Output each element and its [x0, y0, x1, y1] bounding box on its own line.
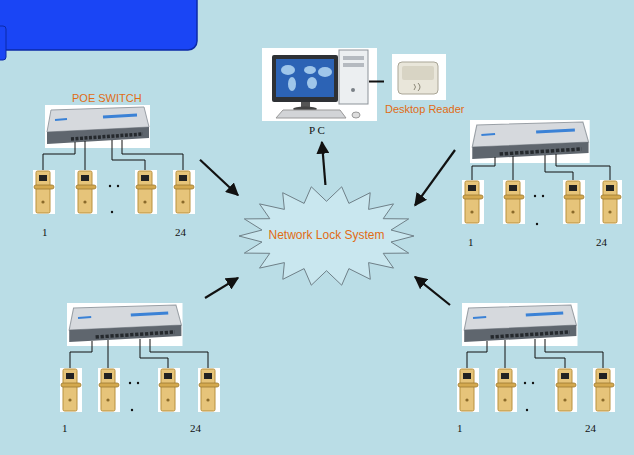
device-label: POE SWITCH	[72, 92, 142, 105]
starburst-shape	[239, 187, 414, 285]
connector-arrow	[369, 80, 384, 82]
switch-group: 1 24	[455, 115, 625, 255]
pc-illustration	[262, 48, 377, 121]
lock-number: 1	[42, 226, 48, 239]
lock-number: 24	[596, 236, 607, 249]
lock-number: 24	[585, 422, 596, 435]
lock-number: 1	[457, 422, 463, 435]
device-label: Network Lock System	[268, 229, 384, 243]
switch-group: POE SWITCH 1 24	[30, 90, 200, 245]
lock-number: 1	[468, 236, 474, 249]
lock-number: 24	[175, 226, 186, 239]
pc-node: P C	[262, 46, 369, 142]
switch-group: 1 24	[450, 298, 620, 438]
connector-arrow	[200, 160, 238, 195]
network-star: Network Lock System	[238, 185, 415, 287]
connector-arrow	[415, 277, 450, 305]
device-label: Desktop Reader	[385, 103, 465, 116]
ellipsis-dots	[109, 185, 544, 411]
lock-number: 24	[190, 422, 201, 435]
reader-illustration	[392, 54, 446, 100]
header-panel	[0, 0, 197, 50]
reader-node: Desktop Reader	[384, 50, 474, 120]
lock-number: 1	[62, 422, 68, 435]
switch-symbol	[45, 105, 590, 346]
connector-arrow	[322, 142, 326, 185]
header-icon	[0, 26, 6, 60]
lock-number: P C	[309, 124, 325, 137]
connector-arrow	[415, 150, 455, 205]
connector-arrow	[205, 278, 238, 298]
lock-symbol	[33, 170, 622, 412]
cable	[43, 140, 610, 369]
switch-group: 1 24	[52, 298, 222, 438]
